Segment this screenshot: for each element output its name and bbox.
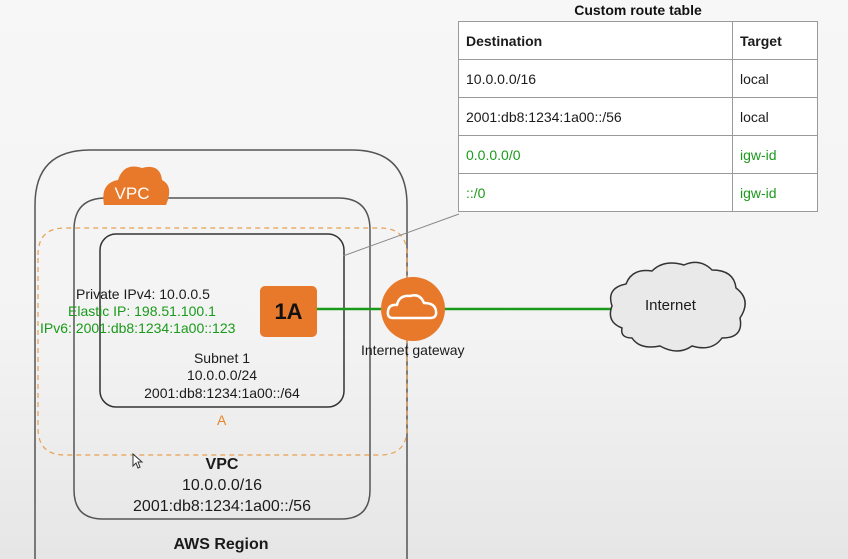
availability-zone-label: A [217, 412, 227, 428]
subnet-ipv6: 2001:db8:1234:1a00::/64 [144, 385, 300, 401]
table-row: 10.0.0.0/16 local [458, 59, 818, 98]
subnet-box [99, 233, 345, 408]
target-cell: igw-id [732, 135, 818, 174]
route-table-callout-line [342, 213, 460, 257]
private-ipv4-label: Private IPv4: 10.0.0.5 [76, 286, 210, 302]
route-table: Destination Target 10.0.0.0/16 local 200… [458, 21, 818, 212]
vpc-ipv6: 2001:db8:1234:1a00::/56 [133, 498, 311, 515]
destination-cell: 10.0.0.0/16 [458, 59, 733, 98]
destination-cell: ::/0 [458, 173, 733, 212]
mouse-cursor-icon [132, 452, 144, 469]
table-row: 0.0.0.0/0 igw-id [458, 135, 818, 174]
subnet-name: Subnet 1 [193, 350, 251, 366]
target-cell: local [732, 59, 818, 98]
internet-label: Internet [645, 297, 696, 314]
elastic-ip-label: Elastic IP: 198.51.100.1 [68, 303, 216, 319]
table-row: ::/0 igw-id [458, 173, 818, 212]
target-cell: local [732, 97, 818, 136]
subnet-ipv4: 10.0.0.0/24 [186, 367, 258, 383]
destination-cell: 2001:db8:1234:1a00::/56 [458, 97, 733, 136]
availability-zone-box [37, 227, 408, 456]
vpc-cloud-icon [103, 166, 170, 205]
vpc-badge-label: VPC [115, 184, 150, 203]
internet-cloud-icon [609, 261, 746, 352]
target-cell: igw-id [732, 173, 818, 212]
vpc-name: VPC [205, 456, 239, 473]
vpc-box [73, 197, 371, 520]
route-table-title: Custom route table [574, 2, 702, 18]
destination-cell: 0.0.0.0/0 [458, 135, 733, 174]
aws-region-box [34, 149, 408, 559]
target-header: Target [732, 21, 818, 60]
table-row: 2001:db8:1234:1a00::/56 local [458, 97, 818, 136]
route-table-header-row: Destination Target [458, 21, 818, 60]
internet-gateway-icon [381, 277, 445, 341]
vpc-ipv4: 10.0.0.0/16 [181, 477, 263, 494]
destination-header: Destination [458, 21, 733, 60]
aws-region-label: AWS Region [173, 536, 269, 553]
internet-gateway-label: Internet gateway [361, 342, 465, 358]
ipv6-label: IPv6: 2001:db8:1234:1a00::123 [40, 320, 236, 336]
instance-badge: 1A [260, 286, 317, 337]
